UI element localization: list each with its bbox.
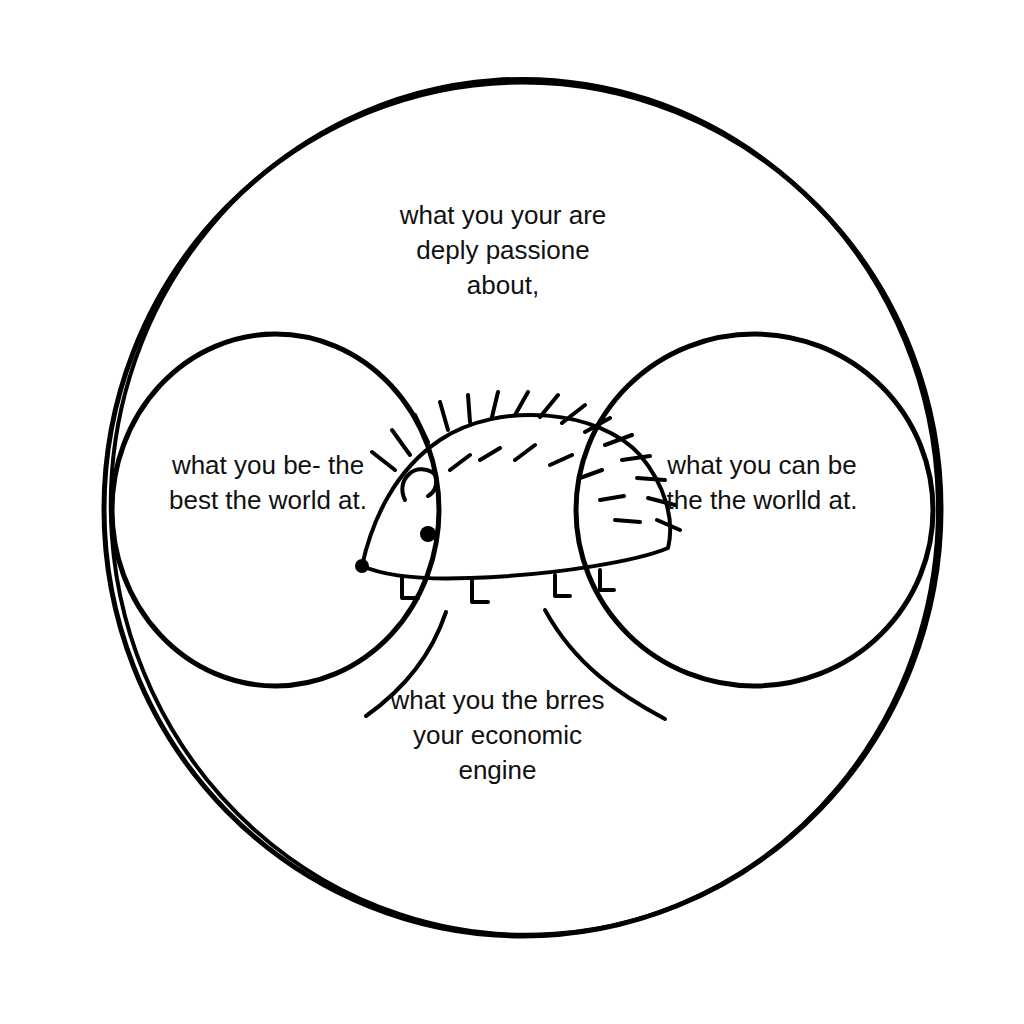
concept-text: what you be- the best the world at.	[168, 448, 368, 518]
concept-text: what you can be the the worlld at.	[662, 448, 862, 518]
text-slot: what you can be the the worlld at.	[662, 448, 862, 518]
text-slot: what you your are deply passione about,	[378, 198, 628, 303]
concept-text: what you your are deply passione about,	[378, 198, 628, 303]
concept-text: what you the brres your economic engine	[380, 683, 615, 788]
text-slot: what you be- the best the world at.	[168, 448, 368, 518]
circle-node: what you be- the best the world at.	[108, 330, 443, 690]
outer-circle-node: what you your are deply passione about, w…	[100, 78, 945, 940]
text-slot: what you the brres your economic engine	[380, 683, 615, 788]
circle-node: what you can be the the worlld at.	[572, 330, 937, 690]
